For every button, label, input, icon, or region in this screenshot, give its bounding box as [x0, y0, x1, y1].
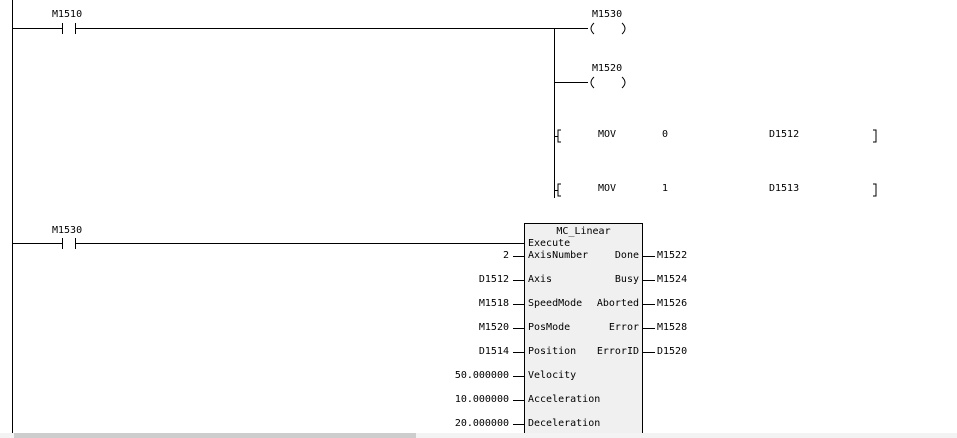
- output-value-aborted: M1526: [657, 298, 688, 309]
- pin-velocity: Velocity: [528, 370, 577, 381]
- pin-deceleration: Deceleration: [528, 418, 601, 429]
- coil-M1520[interactable]: [590, 76, 626, 89]
- pin-busy: Busy: [614, 274, 639, 285]
- pin-acceleration: Acceleration: [528, 394, 601, 405]
- pin-error: Error: [608, 322, 639, 333]
- input-value-axis-number: 2: [502, 250, 509, 261]
- coil-M1530[interactable]: [590, 22, 626, 35]
- instruction-dst: D1513: [769, 183, 800, 194]
- contact-M1510[interactable]: [62, 23, 76, 34]
- input-value-pos-mode: M1520: [478, 322, 509, 333]
- pin-axis: Axis: [528, 274, 553, 285]
- pin-aborted: Aborted: [596, 298, 639, 309]
- pin-pos-mode: PosMode: [528, 322, 571, 333]
- instruction-bracket-mov-2[interactable]: [557, 183, 877, 197]
- pin-done: Done: [614, 250, 639, 261]
- pin-position: Position: [528, 346, 577, 357]
- instruction-dst: D1512: [769, 129, 800, 140]
- output-value-done: M1522: [657, 250, 688, 261]
- pin-axis-number: AxisNumber: [528, 250, 589, 261]
- coil-label: M1530: [592, 9, 623, 20]
- contact-label: M1510: [52, 9, 83, 20]
- pin-speed-mode: SpeedMode: [528, 298, 583, 309]
- input-value-axis: D1512: [478, 274, 509, 285]
- pin-error-id: ErrorID: [596, 346, 639, 357]
- instruction-op: MOV: [598, 129, 617, 140]
- instruction-src: 1: [662, 183, 669, 194]
- output-value-error-id: D1520: [657, 346, 688, 357]
- instruction-bracket-mov-1[interactable]: [557, 129, 877, 143]
- input-value-speed-mode: M1518: [478, 298, 509, 309]
- input-value-velocity: 50.000000: [454, 370, 509, 381]
- function-block-mc-linear[interactable]: MC_Linear Execute AxisNumber Axis SpeedM…: [524, 223, 643, 438]
- function-block-title: MC_Linear: [556, 226, 611, 237]
- instruction-src: 0: [662, 129, 669, 140]
- input-value-acceleration: 10.000000: [454, 394, 509, 405]
- output-value-busy: M1524: [657, 274, 688, 285]
- coil-label: M1520: [592, 63, 623, 74]
- contact-M1530[interactable]: [62, 238, 76, 249]
- output-value-error: M1528: [657, 322, 688, 333]
- input-value-deceleration: 20.000000: [454, 418, 509, 429]
- pin-execute: Execute: [528, 238, 571, 249]
- input-value-position: D1514: [478, 346, 509, 357]
- instruction-op: MOV: [598, 183, 617, 194]
- horizontal-scrollbar-track[interactable]: [0, 433, 957, 438]
- contact-label: M1530: [52, 225, 83, 236]
- horizontal-scrollbar-thumb[interactable]: [14, 433, 416, 438]
